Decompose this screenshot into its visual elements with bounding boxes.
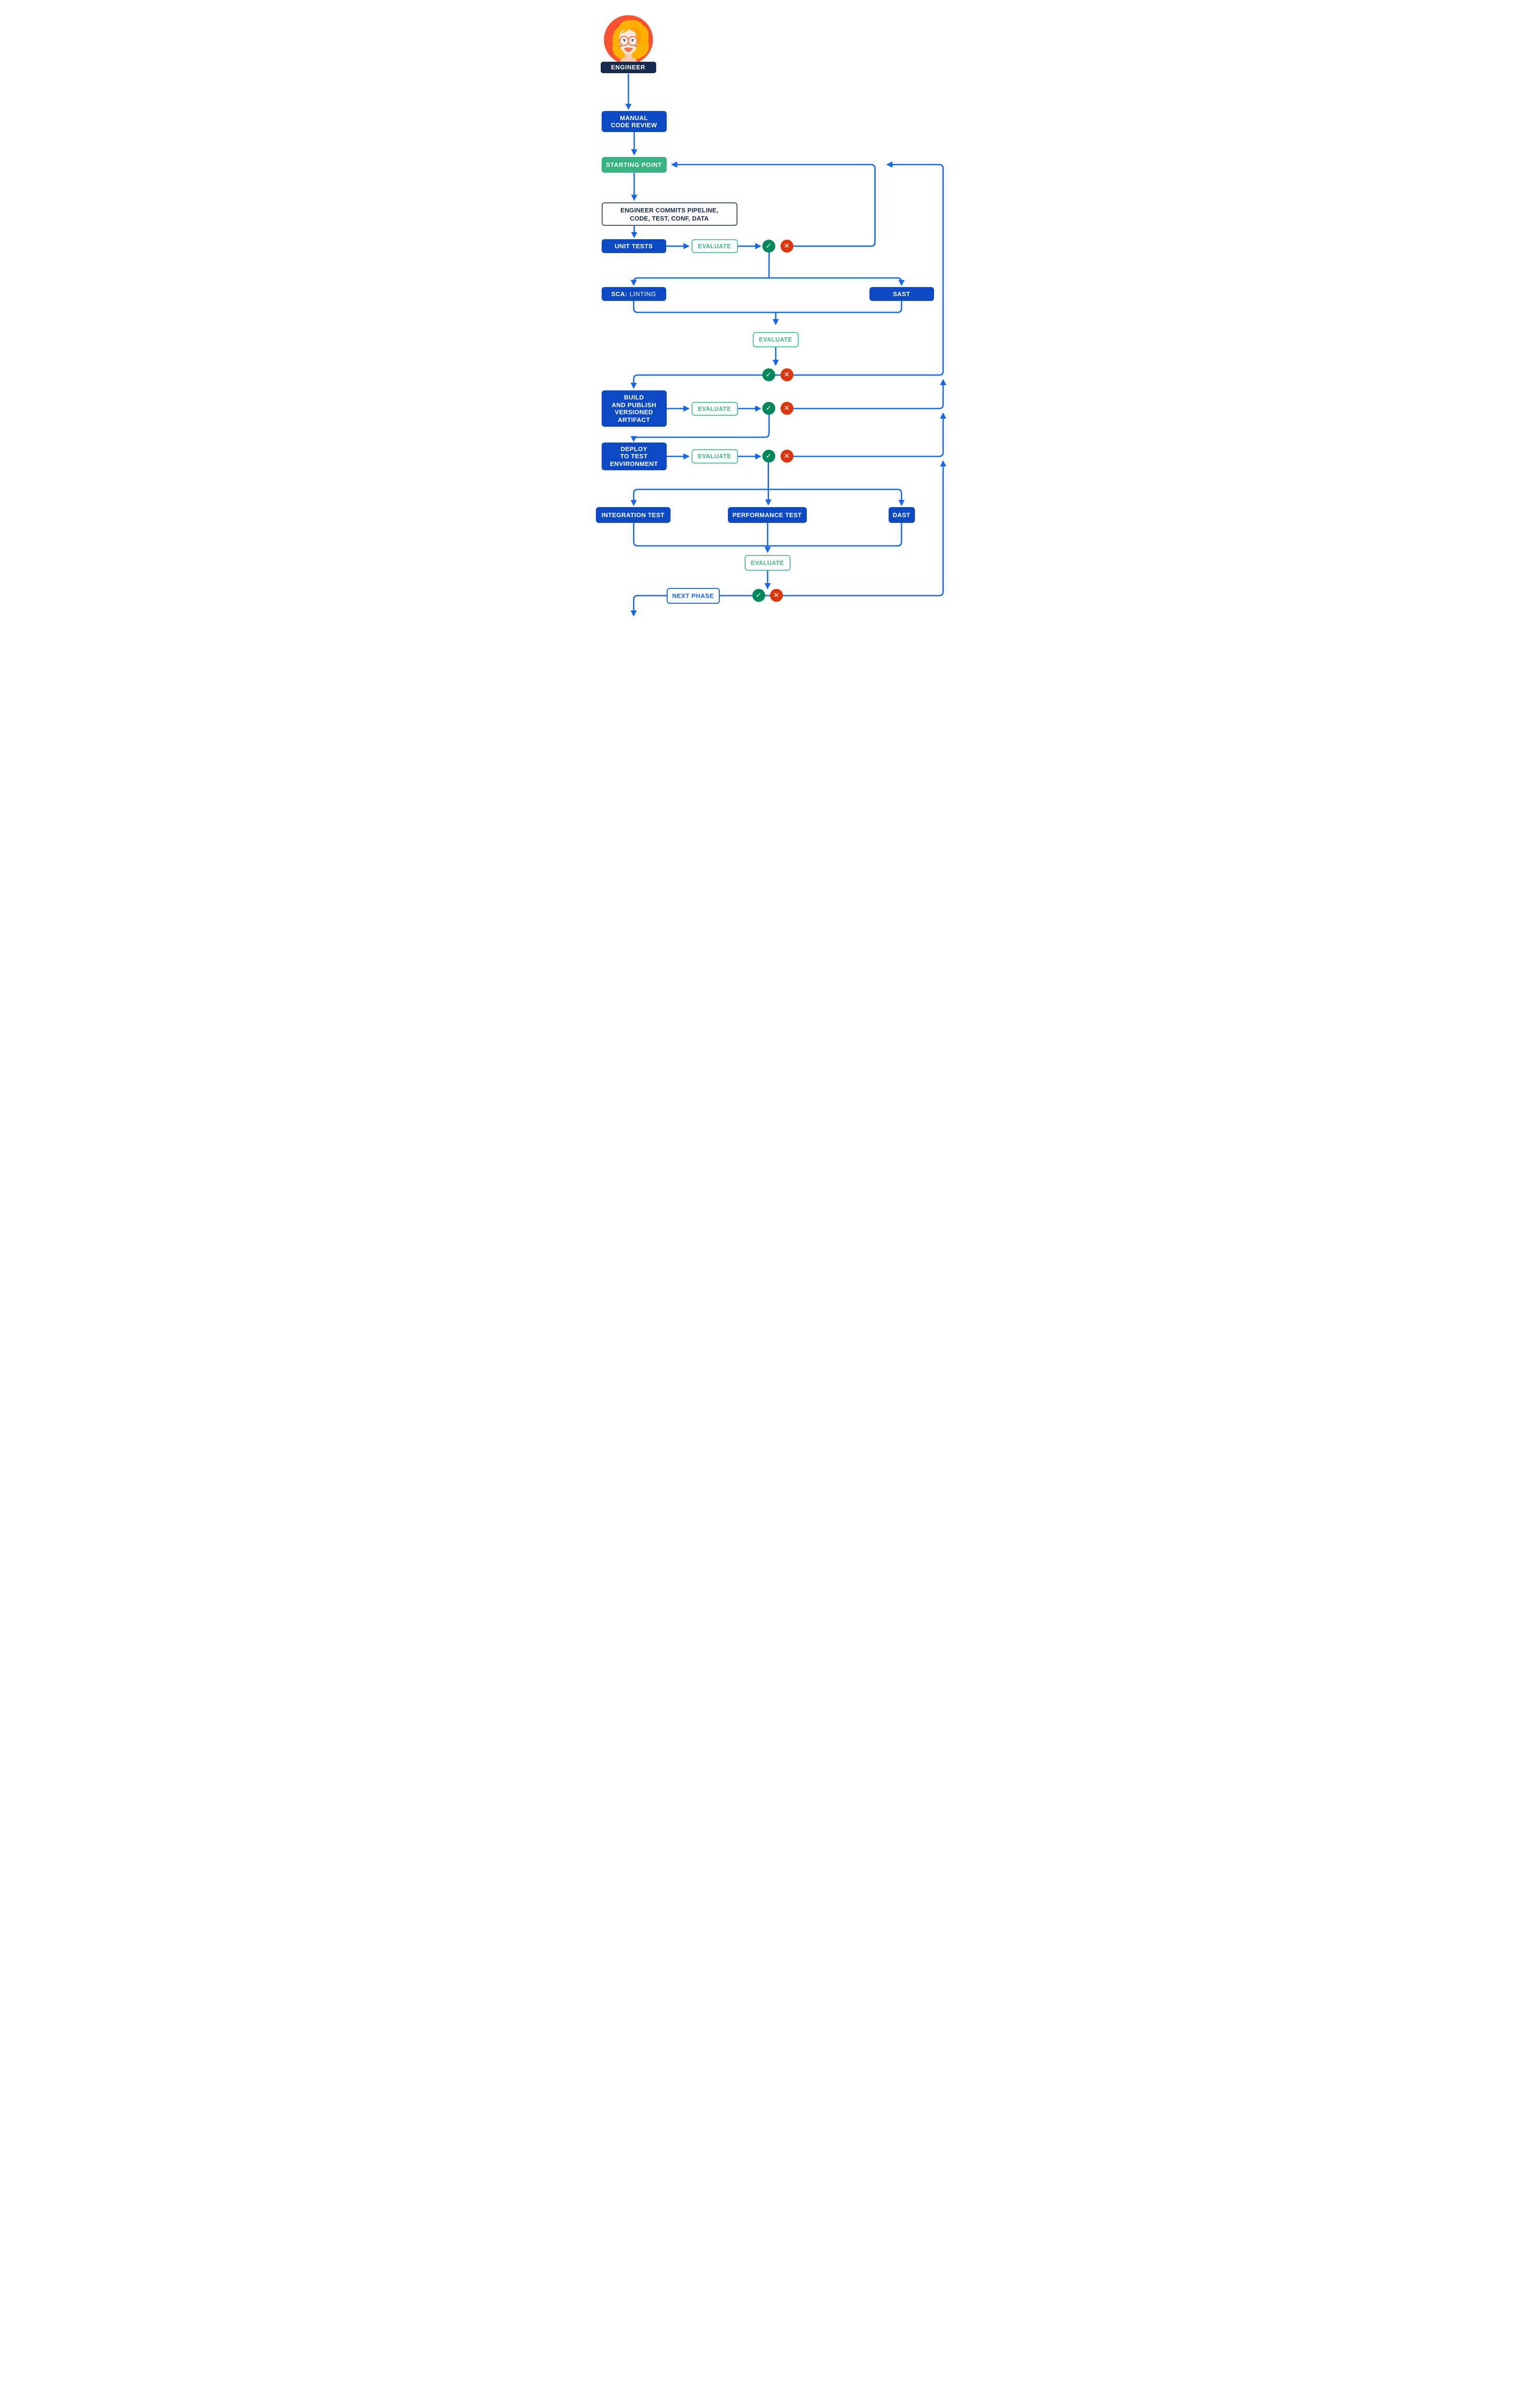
deploy-line2: TO TEST [620, 453, 648, 460]
cross-icon: ✕ [783, 242, 790, 250]
sca-linting-box: SCA: LINTING [601, 287, 666, 301]
pass-icon-unit-tests: ✓ [762, 240, 775, 253]
deploy-line1: DEPLOY [620, 445, 648, 453]
avatar-eyebrow-right [630, 39, 635, 41]
fail-icon-deploy: ✕ [780, 450, 793, 463]
engineer-commits-line1: ENGINEER COMMITS PIPELINE, [620, 206, 718, 214]
engineer-avatar [604, 15, 653, 65]
sca-prefix-text: SCA: [611, 290, 627, 298]
check-icon: ✓ [765, 452, 772, 460]
avatar-eye-left [623, 40, 626, 42]
integration-test-text: INTEGRATION TEST [601, 511, 665, 519]
dast-box: DAST [888, 507, 915, 523]
next-phase-box: NEXT PHASE [666, 588, 720, 604]
unit-tests-box: UNIT TESTS [601, 239, 666, 253]
evaluate-box-unit-tests: EVALUATE [691, 239, 738, 253]
check-icon: ✓ [765, 371, 772, 379]
cross-icon: ✕ [783, 404, 790, 412]
starting-point-text: STARTING POINT [605, 161, 662, 168]
fail-icon-test-suite: ✕ [770, 589, 783, 602]
performance-test-box: PERFORMANCE TEST [727, 507, 807, 523]
evaluate-text: EVALUATE [698, 243, 731, 250]
evaluate-text: EVALUATE [750, 559, 784, 566]
avatar-lips [623, 47, 633, 53]
next-phase-text: NEXT PHASE [672, 592, 714, 599]
sast-box: SAST [869, 287, 934, 301]
manual-code-review-line1: MANUAL [620, 114, 648, 122]
build-artifact-line1: BUILD [624, 394, 644, 401]
avatar-glasses-left [618, 36, 629, 46]
unit-tests-text: UNIT TESTS [615, 242, 653, 250]
build-artifact-line2: AND PUBLISH [611, 401, 657, 409]
pass-icon-deploy: ✓ [762, 450, 775, 463]
sca-rest-text: LINTING [629, 290, 656, 298]
check-icon: ✓ [765, 242, 772, 250]
evaluate-box-build: EVALUATE [691, 402, 738, 416]
build-artifact-line4: ARTIFACT [617, 416, 650, 423]
avatar-hair-side [629, 27, 641, 46]
cross-icon: ✕ [783, 452, 790, 460]
evaluate-text: EVALUATE [698, 453, 731, 460]
pass-icon-test-suite: ✓ [752, 589, 765, 602]
deploy-line3: ENVIRONMENT [610, 460, 658, 467]
engineer-commits-line2: CODE, TEST, CONF, DATA [630, 214, 709, 222]
integration-test-box: INTEGRATION TEST [595, 507, 671, 523]
evaluate-text: EVALUATE [759, 336, 792, 343]
engineer-label-text: ENGINEER [611, 64, 646, 71]
deploy-test-env-box: DEPLOY TO TEST ENVIRONMENT [601, 443, 667, 470]
fail-icon-build: ✕ [780, 402, 793, 415]
cross-icon: ✕ [773, 591, 780, 599]
build-artifact-line3: VERSIONED [615, 409, 653, 416]
evaluate-box-test-suite: EVALUATE [744, 555, 791, 571]
avatar-earring-left [619, 45, 621, 47]
evaluate-text: EVALUATE [698, 405, 731, 412]
check-icon: ✓ [765, 404, 772, 412]
sast-text: SAST [892, 290, 911, 298]
performance-test-text: PERFORMANCE TEST [732, 511, 802, 519]
pass-icon-build: ✓ [762, 402, 775, 415]
starting-point-box: STARTING POINT [601, 157, 667, 173]
avatar-eye-right [631, 40, 633, 42]
manual-code-review-line2: CODE REVIEW [611, 122, 657, 129]
engineer-commits-box: ENGINEER COMMITS PIPELINE, CODE, TEST, C… [601, 202, 737, 226]
pass-icon-static-analysis: ✓ [762, 368, 775, 381]
pipeline-flowchart: ENGINEER MANUAL CODE REVIEW STARTING POI… [577, 0, 963, 628]
evaluate-box-deploy: EVALUATE [691, 449, 738, 464]
cross-icon: ✕ [783, 371, 790, 379]
fail-icon-unit-tests: ✕ [780, 240, 793, 253]
fail-icon-static-analysis: ✕ [780, 368, 793, 381]
engineer-label: ENGINEER [600, 62, 656, 73]
avatar-eyebrow-left [622, 39, 626, 41]
dast-text: DAST [892, 511, 911, 519]
avatar-glasses-right [627, 36, 638, 46]
manual-code-review-box: MANUAL CODE REVIEW [601, 111, 667, 132]
evaluate-box-static-analysis: EVALUATE [752, 332, 799, 347]
avatar-earring-right [635, 45, 637, 47]
build-artifact-box: BUILD AND PUBLISH VERSIONED ARTIFACT [601, 390, 667, 427]
check-icon: ✓ [755, 591, 762, 599]
connector-lines [625, 73, 946, 617]
